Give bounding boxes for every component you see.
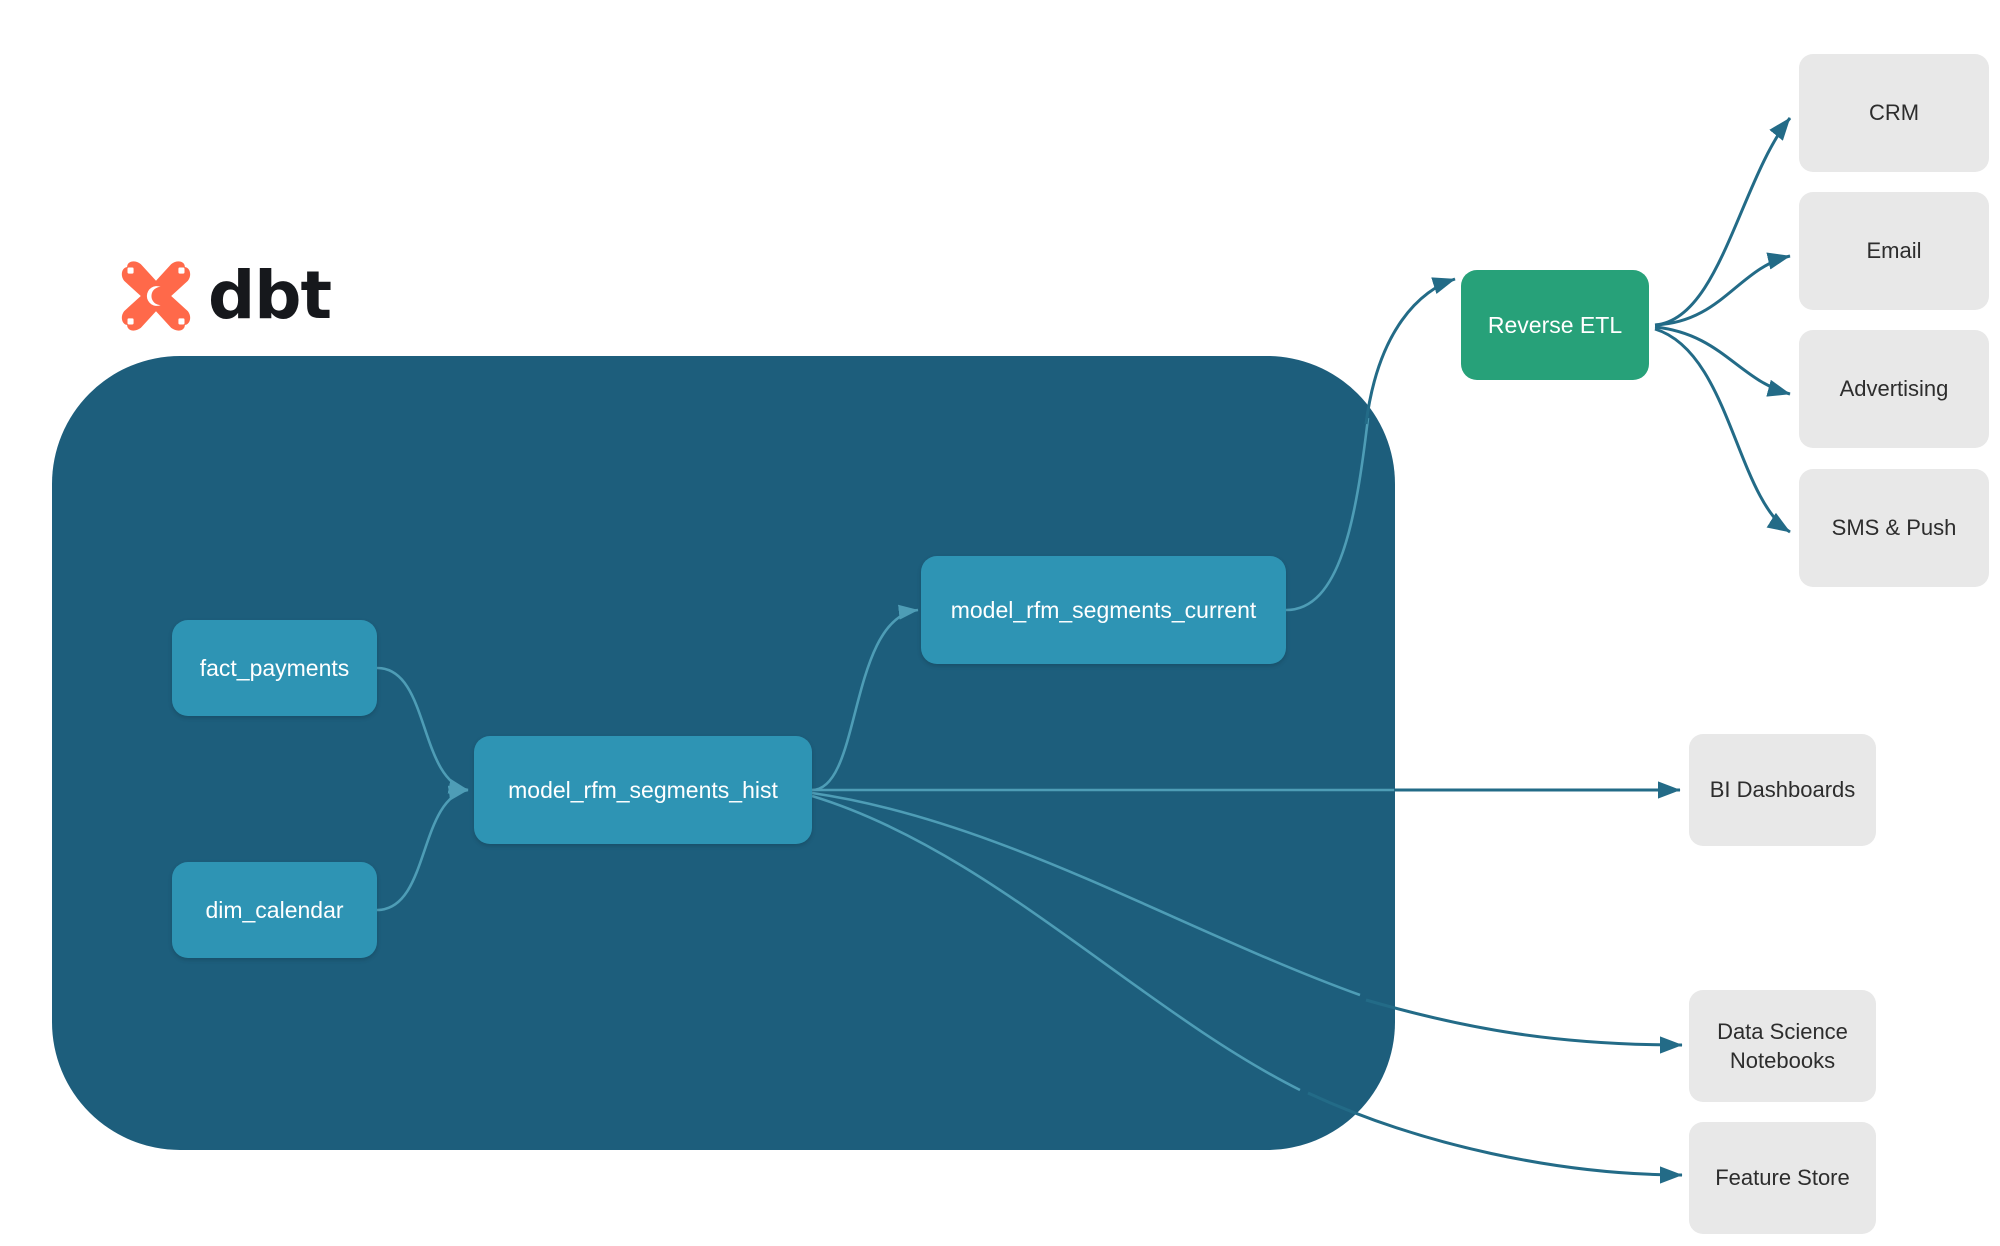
- destination-node-label: CRM: [1868, 100, 1920, 126]
- reverse-etl-node[interactable]: Reverse ETL: [1461, 270, 1649, 380]
- consumer-node-data-science-notebooks[interactable]: Data Science Notebooks: [1689, 990, 1876, 1102]
- destination-node-label: Email: [1866, 238, 1922, 264]
- consumer-node-feature-store[interactable]: Feature Store: [1689, 1122, 1876, 1234]
- dbt-wordmark: dbt: [208, 257, 332, 334]
- consumer-node-label: BI Dashboards: [1709, 777, 1856, 803]
- edge-reverse-etl-to-advertising: [1654, 325, 1791, 397]
- dbt-logo: dbt: [118, 257, 332, 334]
- edge-reverse-etl-to-sms-push: [1654, 327, 1791, 534]
- consumer-node-label: Feature Store: [1715, 1165, 1850, 1191]
- model-node-label: dim_calendar: [205, 896, 344, 923]
- model-node-fact-payments[interactable]: fact_payments: [172, 620, 377, 716]
- edge-to-notebooks: [1365, 998, 1683, 1054]
- model-node-rfm-segments-hist[interactable]: model_rfm_segments_hist: [474, 736, 812, 844]
- consumer-node-bi-dashboards[interactable]: BI Dashboards: [1689, 734, 1876, 846]
- consumer-node-label-line2: Notebooks: [1729, 1048, 1836, 1073]
- model-node-label: model_rfm_segments_hist: [508, 776, 778, 803]
- destination-node-sms-push[interactable]: SMS & Push: [1799, 469, 1989, 587]
- model-node-dim-calendar[interactable]: dim_calendar: [172, 862, 377, 958]
- consumer-node-label-line1: Data Science: [1717, 1018, 1848, 1044]
- destination-node-label: SMS & Push: [1831, 515, 1957, 541]
- destination-node-advertising[interactable]: Advertising: [1799, 330, 1989, 448]
- dbt-logo-icon: [121, 261, 191, 331]
- reverse-etl-label: Reverse ETL: [1487, 311, 1623, 338]
- destination-node-email[interactable]: Email: [1799, 192, 1989, 310]
- destination-node-crm[interactable]: CRM: [1799, 54, 1989, 172]
- edge-to-reverse-etl: [1364, 277, 1456, 425]
- model-node-label: fact_payments: [199, 654, 350, 681]
- edge-reverse-etl-to-email: [1654, 252, 1791, 327]
- model-node-label: model_rfm_segments_current: [950, 596, 1257, 623]
- edge-reverse-etl-to-crm: [1654, 117, 1792, 327]
- destination-node-label: Advertising: [1839, 376, 1949, 402]
- model-node-rfm-segments-current[interactable]: model_rfm_segments_current: [921, 556, 1286, 664]
